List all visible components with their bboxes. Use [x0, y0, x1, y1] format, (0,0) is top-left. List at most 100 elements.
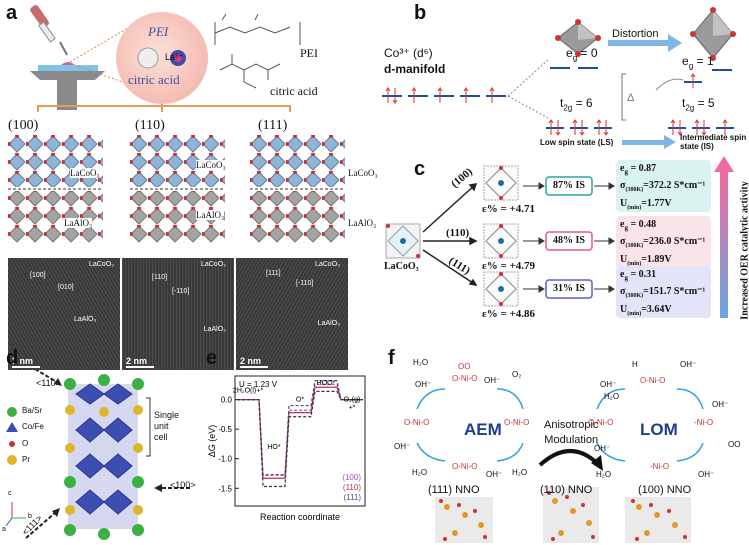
lom-oni-bottom: -Ni-O [650, 462, 670, 471]
panel-c-diagram [385, 156, 734, 318]
octahedron-distorted-icon [690, 7, 736, 61]
lom-oh-bottom: OH⁻ [594, 444, 611, 453]
panel-d-structure [5, 370, 190, 540]
gibbs-energy-chart: -1.5-1.0-0.50.0ΔG (eV)Reaction coordinat… [207, 375, 366, 522]
aem-label: AEM [464, 420, 502, 439]
lacoo3-label-1: LaCoO₃ [70, 168, 100, 178]
c-strain-111: ε% = +4.86 [482, 308, 535, 320]
nno-100-structure [625, 497, 691, 543]
substrate [38, 65, 98, 71]
aem-oo-top: OO [458, 362, 471, 371]
step-label-2-0: O* [296, 397, 304, 404]
panel-f-diagram [416, 388, 704, 543]
series-line-2 [237, 380, 363, 476]
oxygen-icon [9, 441, 15, 447]
aem-o2: O₂ [512, 370, 522, 379]
lom-h2o-bottom: H₂O [596, 470, 612, 479]
lom-nio-right: -Ni-O [694, 418, 714, 427]
panel-b-label: b [414, 2, 427, 24]
aem-h2o-bottom: H₂O [412, 468, 428, 477]
property-box-110 [616, 216, 711, 268]
aem-oni-bottom: O-Ni-O [452, 462, 478, 471]
t2g5-label: t2g = 5 [682, 96, 715, 113]
panel-d-label: d [6, 347, 19, 369]
octa-100-icon [483, 165, 519, 201]
la-ion-label: La³⁺ [165, 52, 183, 62]
precursor-sphere [116, 12, 208, 104]
x-axis-label: Reaction coordinate [260, 512, 340, 522]
y-tick-label-0: -1.5 [218, 484, 232, 493]
legend-pr: Pr [22, 455, 30, 464]
panel-b-diagram [382, 7, 736, 149]
lom-oh-top: OH⁻ [680, 360, 697, 369]
octa-111-icon [483, 271, 519, 307]
activity-arrow-head [714, 156, 734, 172]
activity-arrow-shaft [720, 172, 728, 318]
axis-c-label: c [8, 490, 12, 497]
dir-100-label: <100> [170, 480, 196, 490]
panel-e-label: e [206, 347, 218, 369]
potential-annotation: U = 1.23 V [239, 380, 278, 389]
step-label-4-1: +* [349, 405, 356, 412]
step-label-3-0: HOO* [317, 380, 336, 387]
c-strain-100: ε% = +4.71 [482, 203, 535, 215]
c-orient-110: (110) [446, 227, 470, 239]
y-tick-label-1: -1.0 [218, 455, 232, 464]
aem-h2o-top: H₂O [413, 358, 429, 367]
octahedron-regular-icon [555, 19, 601, 57]
is-box-100 [545, 176, 593, 196]
t2g6-label: t2g = 6 [560, 96, 593, 113]
panel-a-label: a [6, 2, 18, 24]
crystal-100-image [8, 135, 103, 243]
is-label: Intermediate spin state (IS) [680, 133, 747, 151]
aem-oni-top: O-Ni-O [452, 374, 478, 383]
step-label-1-0: HO* [267, 444, 281, 451]
is-box-110 [545, 231, 593, 251]
lom-oh-left: OH⁻ [600, 380, 617, 389]
aem-h2o-right: H₂O [512, 468, 528, 477]
y-tick-label-2: -0.5 [218, 425, 232, 434]
property-box-100 [616, 160, 711, 212]
ls-to-is-arrow [664, 135, 676, 149]
distortion-label: Distortion [612, 28, 659, 40]
co-ion-label: Co³⁺ (d⁶) [384, 46, 433, 60]
aem-oh-bottom: OH⁻ [486, 470, 503, 479]
c-is-100: 87% IS [553, 180, 585, 191]
laalo3-label-1: LaAlO₃ [64, 218, 93, 228]
lom-label: LOM [640, 420, 678, 439]
y-axis-label: ΔG (eV) [207, 425, 217, 458]
is-box-111 [545, 279, 593, 299]
aem-oh-left: OH⁻ [394, 442, 411, 451]
distortion-arrow [668, 34, 682, 52]
orient-110-label: (110) [135, 118, 165, 133]
legend-1: (110) [343, 483, 361, 492]
property-box-111 [616, 266, 711, 318]
axis-b-label: b [28, 513, 32, 520]
citric-right-label: citric acid [270, 84, 318, 98]
dropper-icon [30, 5, 68, 56]
laalo3-label-3: LaAlO₃ [348, 218, 377, 228]
axis-a-label: a [2, 526, 6, 533]
aem-oh-top: OH⁻ [415, 380, 432, 389]
legend-0: (100) [342, 473, 361, 482]
crystal-111-image [250, 135, 345, 243]
orient-111-label: (111) [258, 118, 288, 133]
eg0-label: eg = 0 [566, 46, 598, 63]
c-source-label: LaCoO₃ [384, 261, 419, 272]
pei-structure-icon [214, 13, 301, 45]
panel-c-label: c [414, 158, 426, 180]
eg1-label: eg = 1 [682, 54, 714, 71]
lom-oni-top: O-Ni-O [640, 376, 666, 385]
la-ion-icon [137, 47, 159, 69]
laalo3-label-2: LaAlO₃ [196, 210, 225, 220]
c-activity-label: Increased OER catalytic activity [739, 181, 749, 320]
c-is-110: 48% IS [553, 235, 585, 246]
aem-oni-right: O-Ni-O [504, 418, 530, 427]
plot-frame [234, 375, 366, 507]
dir-110-label: <110> [36, 378, 61, 388]
c-props-111: eg = 0.31 σ(300K)=151.7 S*cm⁻¹ U(min)=3.… [620, 269, 706, 317]
pr-icon [7, 455, 17, 465]
nno-111-label: (111) NNO [428, 484, 480, 496]
